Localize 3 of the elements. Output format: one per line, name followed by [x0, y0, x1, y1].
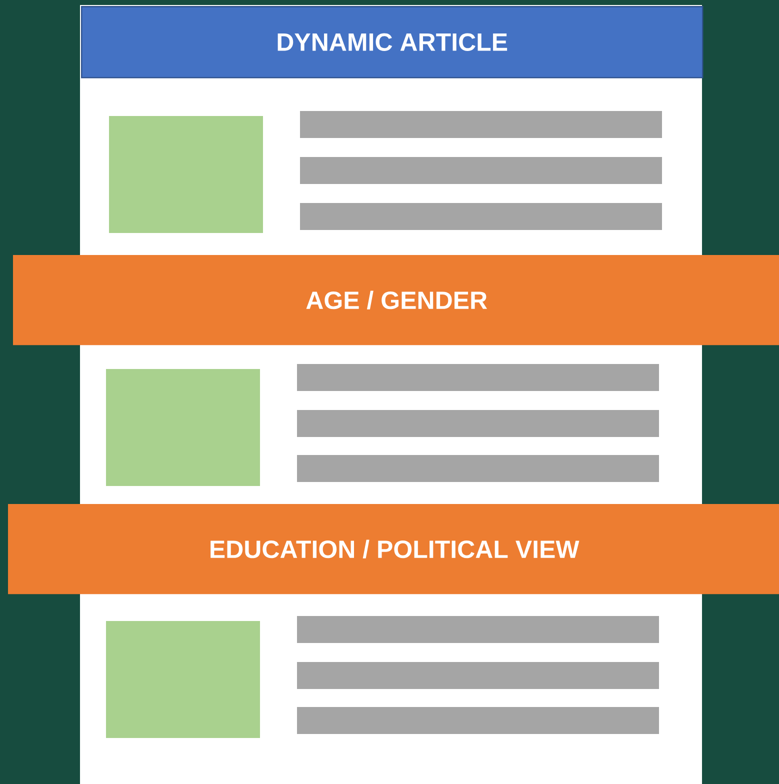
category-band: EDUCATION / POLITICAL VIEW — [8, 504, 779, 594]
category-band: AGE / GENDER — [13, 255, 779, 346]
title-bar: DYNAMIC ARTICLE — [81, 6, 704, 78]
